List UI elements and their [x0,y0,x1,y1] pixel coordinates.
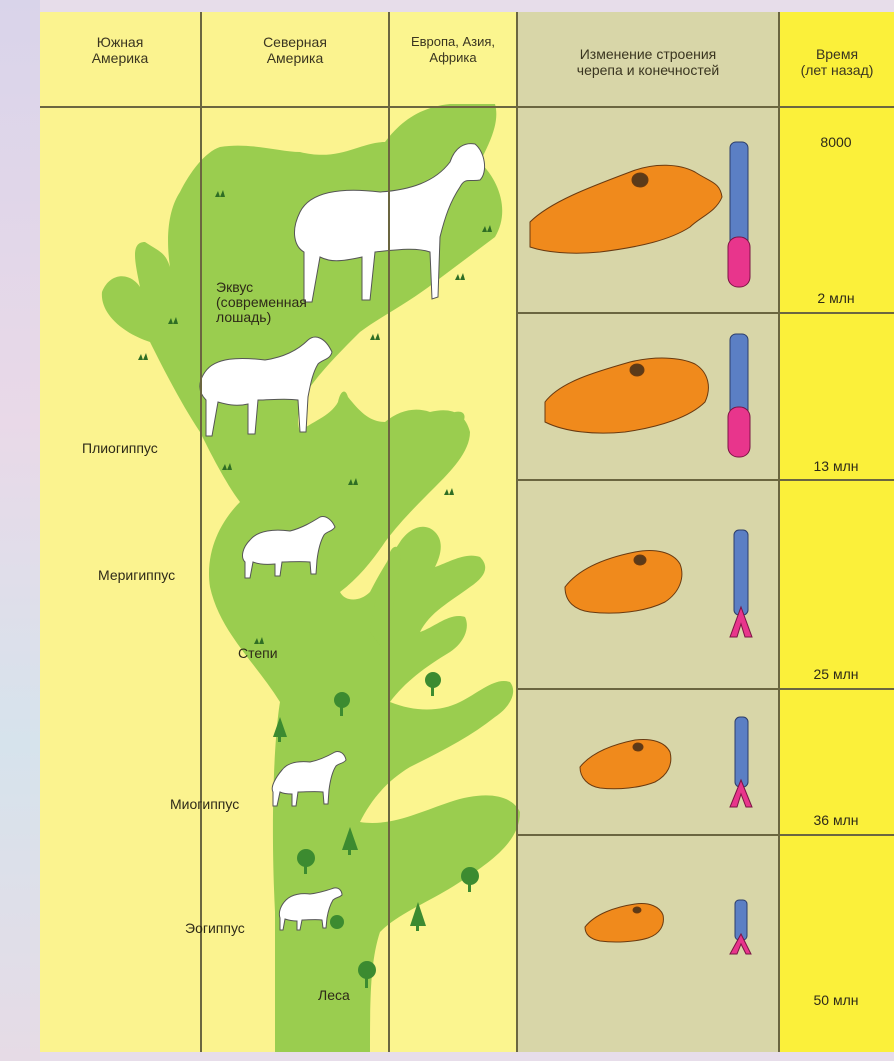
column-divider [516,12,518,1052]
skull-miohippus [580,740,671,789]
header-south-america: Южная Америка [40,34,200,66]
header-text: Северная [202,34,388,50]
species-label-pliohippus: Плиогиппус [82,440,158,456]
time-mark: 25 млн [778,666,894,682]
column-divider [388,12,390,1052]
species-label-equus: Эквус (современная лошадь) [216,280,307,325]
header-divider [40,106,894,108]
header-text: Америка [202,50,388,66]
header-text: Европа, Азия, [390,34,516,50]
header-skull-limbs: Изменение строения черепа и конечностей [518,46,778,78]
evolution-tree [40,12,894,1052]
time-mark: 50 млн [778,992,894,1008]
species-label-line: лошадь) [216,310,307,325]
header-text: Африка [390,50,516,66]
time-mark: 2 млн [778,290,894,306]
limb-eohippus [730,900,751,954]
header-text: Изменение строения [518,46,778,62]
skull-equus [530,165,722,253]
header-text: (лет назад) [780,62,894,78]
header-eurasia-africa: Европа, Азия, Африка [390,34,516,66]
skull-pliohippus [545,358,708,433]
column-divider [200,12,202,1052]
header-text: Америка [40,50,200,66]
horse-evolution-diagram: Южная Америка Северная Америка Европа, А… [40,12,894,1052]
header-text: Время [780,46,894,62]
header-text: черепа и конечностей [518,62,778,78]
skull-merychippus [565,551,682,614]
row-divider [516,479,894,481]
limb-pliohippus [728,334,750,457]
limb-merychippus [730,530,752,637]
habitat-label-forest: Леса [318,987,350,1003]
skull-eohippus [585,904,663,942]
species-label-eohippus: Эогиппус [185,920,245,936]
time-mark: 13 млн [778,458,894,474]
limb-equus [728,142,750,287]
species-label-miohippus: Миогиппус [170,796,239,812]
species-label-merychippus: Меригиппус [98,567,175,583]
row-divider [516,834,894,836]
column-divider [778,12,780,1052]
time-mark: 8000 [778,134,894,150]
row-divider [516,312,894,314]
species-label-line: Эквус [216,280,307,295]
page-background [0,0,40,1061]
header-north-america: Северная Америка [202,34,388,66]
habitat-label-steppe: Степи [238,645,278,661]
row-divider [516,688,894,690]
header-text: Южная [40,34,200,50]
species-label-line: (современная [216,295,307,310]
time-mark: 36 млн [778,812,894,828]
limb-miohippus [730,717,752,807]
header-time: Время (лет назад) [780,46,894,78]
